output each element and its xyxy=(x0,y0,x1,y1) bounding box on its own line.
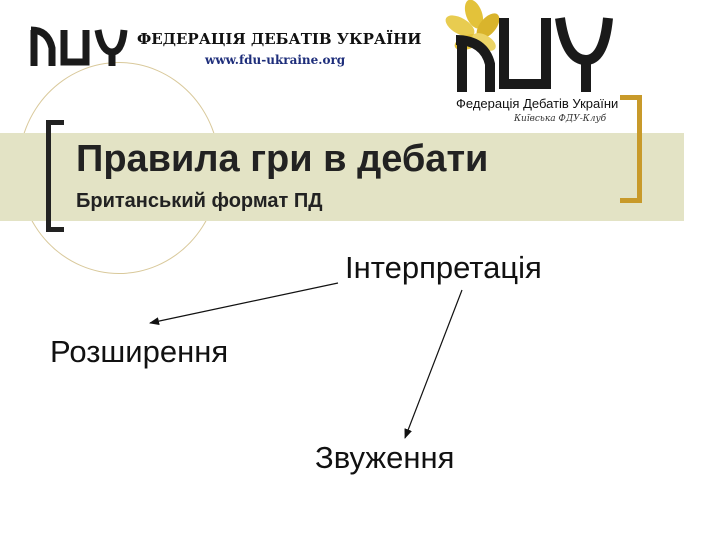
title-band xyxy=(0,133,684,221)
slide-title: Правила гри в дебати xyxy=(76,138,489,180)
diagram-bottom-label: Звуження xyxy=(315,440,455,475)
fdu-small-logo xyxy=(30,26,128,66)
logo-signature: Київська ФДУ-Клуб xyxy=(514,114,607,124)
right-bracket xyxy=(620,95,642,203)
slide-subtitle: Британський формат ПД xyxy=(76,190,323,212)
diagram-root-label: Інтерпретація xyxy=(345,250,542,285)
logo-caption: Федерація Дебатів України xyxy=(456,96,619,111)
diagram-left-label: Розширення xyxy=(50,334,229,369)
arrow-to-bottom xyxy=(404,289,463,439)
federation-website[interactable]: www.fdu-ukraine.org xyxy=(205,53,346,67)
left-bracket xyxy=(46,120,64,232)
arrow-to-left xyxy=(149,282,339,326)
federation-name: ФЕДЕРАЦІЯ ДЕБАТІВ УКРАЇНИ xyxy=(137,30,422,48)
fdu-large-logo xyxy=(445,0,613,92)
